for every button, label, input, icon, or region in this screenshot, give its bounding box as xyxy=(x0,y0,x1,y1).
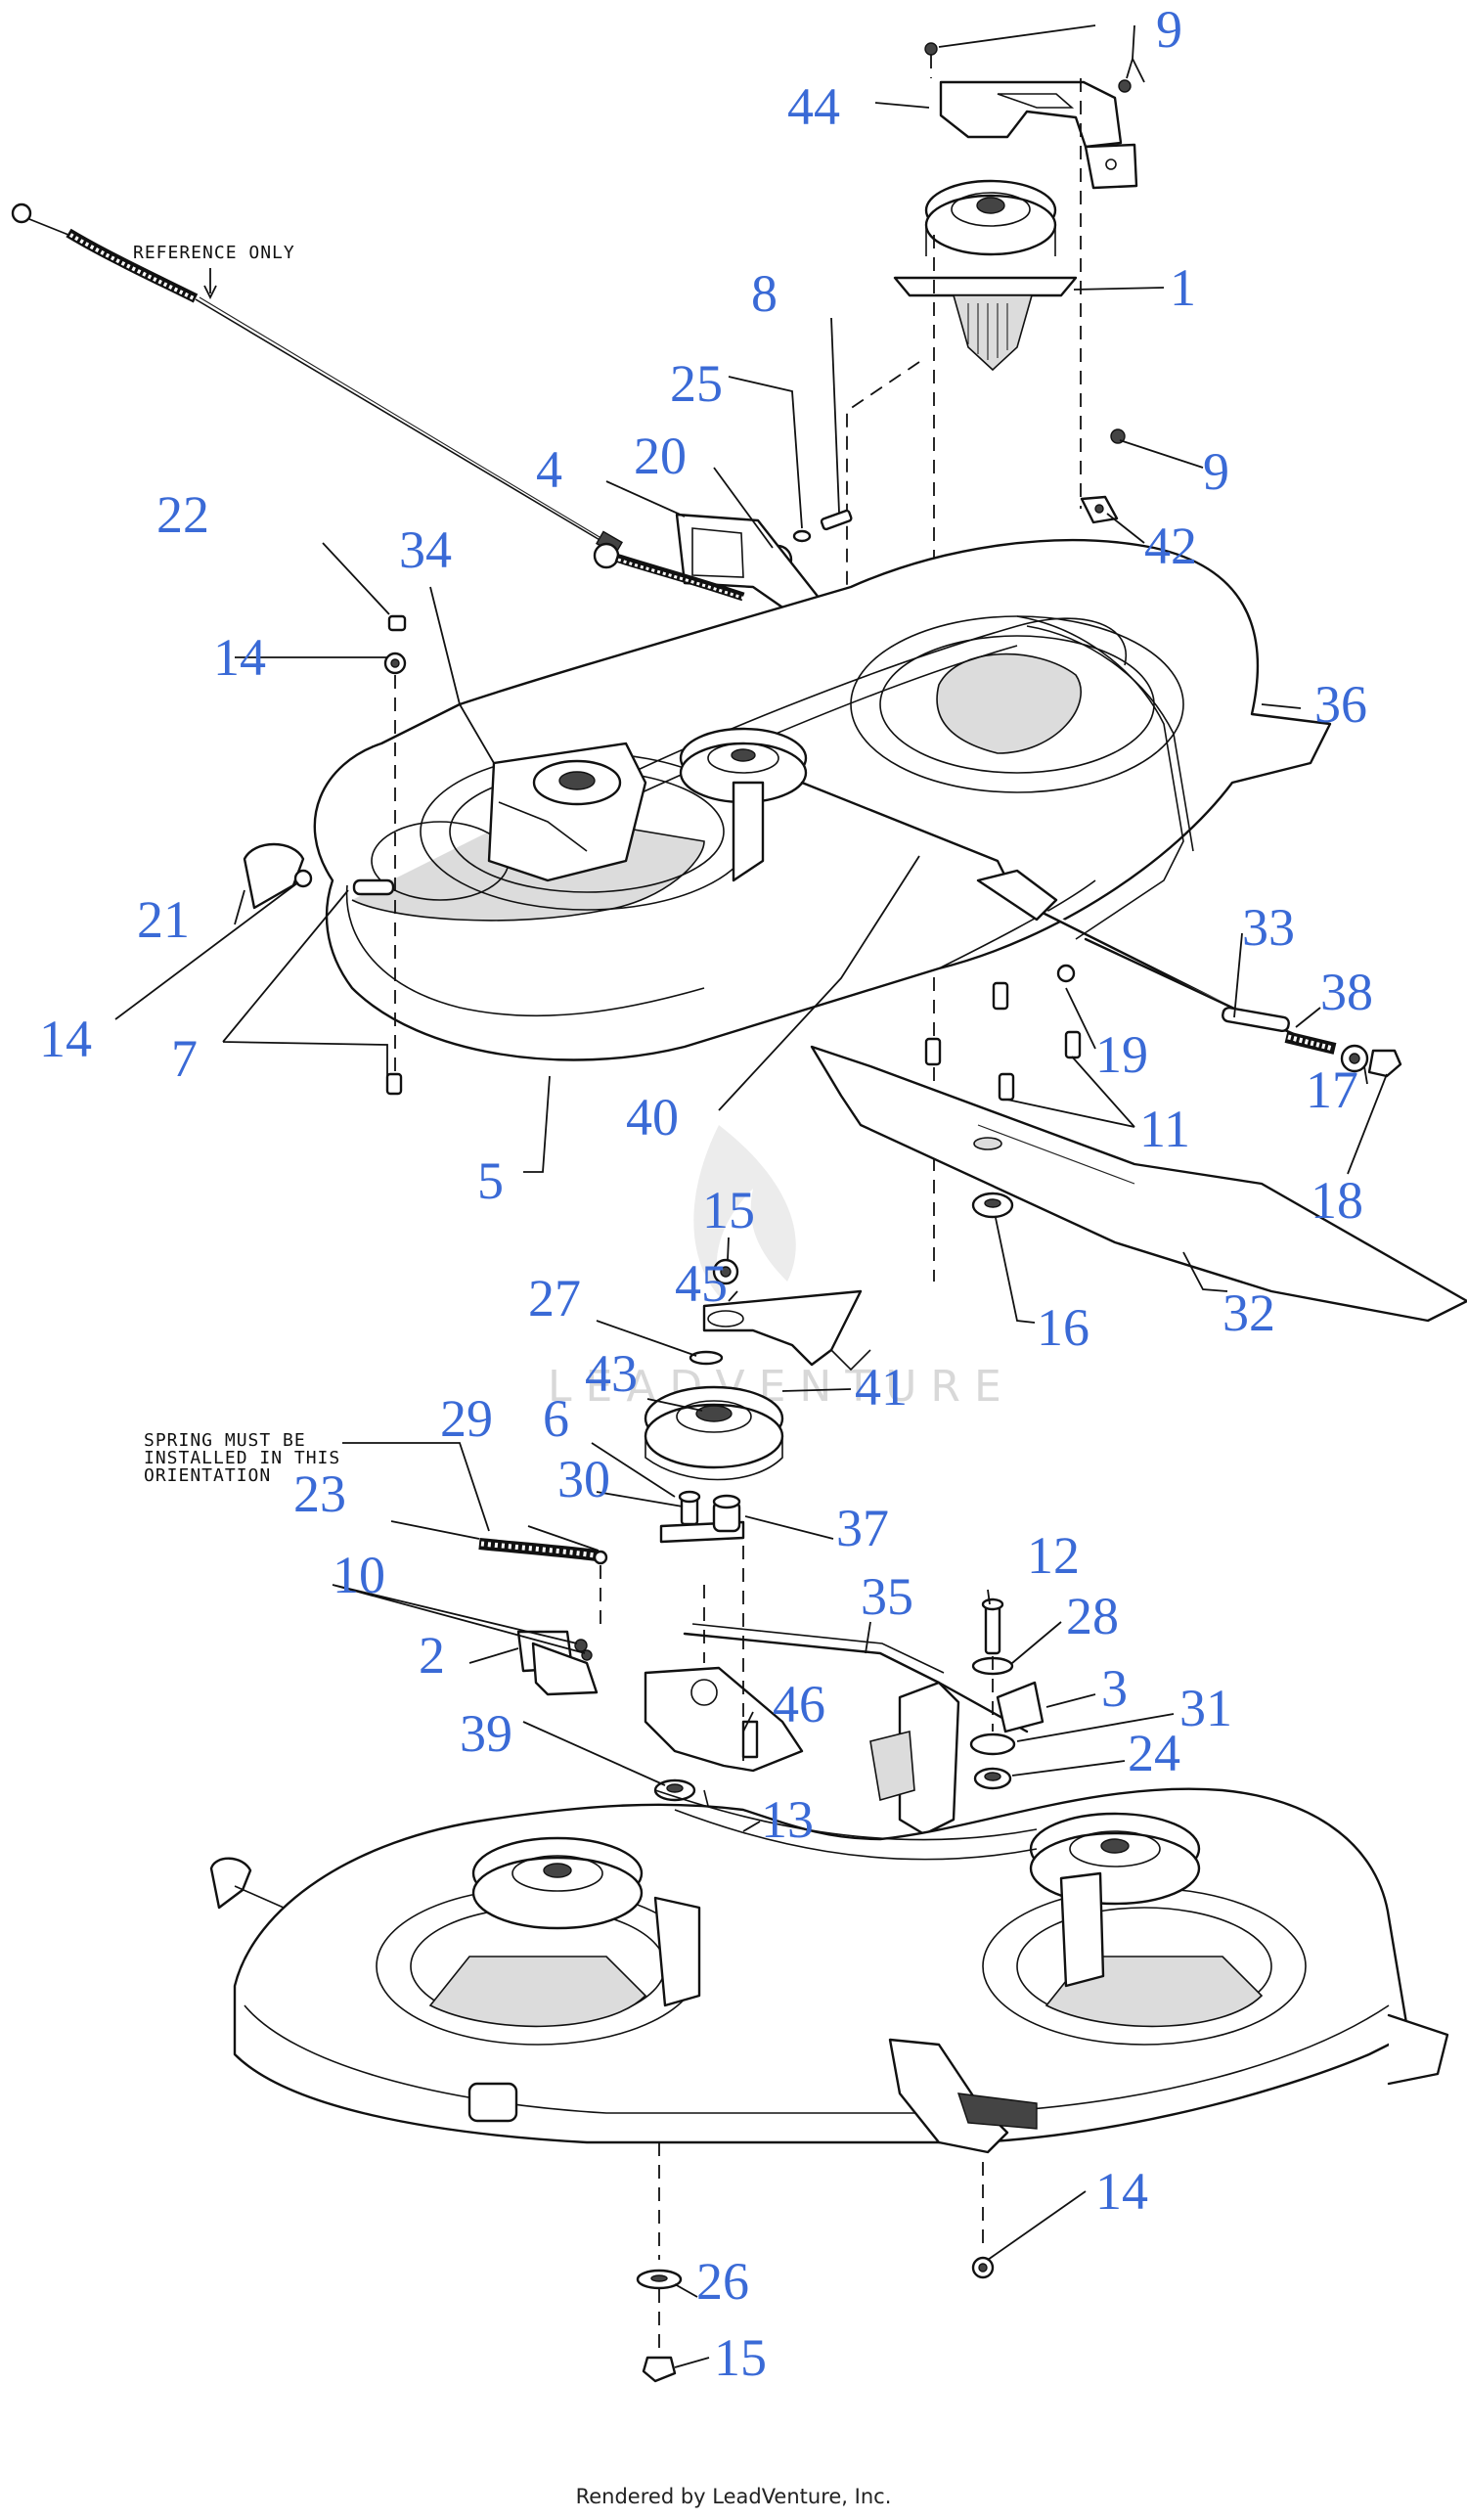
callout-12: 12 xyxy=(1027,1526,1080,1585)
callout-27: 27 xyxy=(528,1269,581,1328)
left-knob xyxy=(209,1857,252,1910)
callout-28: 28 xyxy=(1066,1587,1119,1645)
callout-41: 41 xyxy=(855,1358,908,1417)
callout-6: 6 xyxy=(543,1389,569,1448)
callout-16: 16 xyxy=(1037,1298,1089,1357)
callout-25: 25 xyxy=(670,354,723,413)
callout-37: 37 xyxy=(836,1499,889,1557)
pin-19 xyxy=(1056,964,1076,983)
leader-lines xyxy=(114,24,1388,2368)
callout-9: 9 xyxy=(1203,442,1229,501)
callout-26: 26 xyxy=(696,2252,749,2311)
idler-arm-34 xyxy=(487,742,647,882)
deck-wheel-left xyxy=(467,2082,518,2123)
bolt-8 xyxy=(820,509,853,531)
callout-34: 34 xyxy=(399,520,452,579)
spring-29 xyxy=(478,1538,608,1565)
callout-44: 44 xyxy=(787,77,840,136)
callout-43: 43 xyxy=(585,1344,638,1403)
callout-3: 3 xyxy=(1101,1659,1128,1718)
callout-15: 15 xyxy=(702,1181,755,1239)
control-cable: REFERENCE ONLY xyxy=(11,202,623,556)
callout-46: 46 xyxy=(773,1675,825,1733)
nut-9a xyxy=(924,42,938,56)
callout-22: 22 xyxy=(156,485,209,544)
callout-20: 20 xyxy=(634,427,687,485)
callout-31: 31 xyxy=(1179,1679,1232,1737)
callout-40: 40 xyxy=(626,1088,679,1147)
callout-5: 5 xyxy=(477,1151,504,1210)
callout-24: 24 xyxy=(1128,1724,1180,1782)
spindle-pulley-1 xyxy=(893,179,1078,372)
callout-14: 14 xyxy=(1095,2162,1148,2221)
callout-17: 17 xyxy=(1306,1060,1358,1119)
bolt-22 xyxy=(387,614,407,632)
callout-36: 36 xyxy=(1314,675,1367,734)
idler-pulley-41 xyxy=(644,1385,784,1481)
bolt-7 xyxy=(352,878,395,896)
bracket-45 xyxy=(702,1289,863,1367)
lower-pulley-left xyxy=(471,1836,701,2007)
callout-32: 32 xyxy=(1222,1283,1275,1342)
lower-deck-assembly xyxy=(209,1787,1449,2383)
blade-32 xyxy=(810,1045,1467,1323)
callout-14: 14 xyxy=(39,1010,92,1068)
callout-labels: 9 44 1 8 25 9 4 20 42 22 34 14 36 21 33 … xyxy=(39,0,1373,2387)
knob-21 xyxy=(243,842,305,910)
plate-3 xyxy=(869,1681,1045,1836)
washer-27 xyxy=(689,1350,724,1366)
bracket-2 xyxy=(516,1630,599,1696)
callout-11: 11 xyxy=(1139,1100,1190,1158)
spacer-6-30-37 xyxy=(659,1490,745,1544)
callout-7: 7 xyxy=(171,1029,198,1088)
callout-10: 10 xyxy=(333,1546,385,1604)
callout-35: 35 xyxy=(861,1567,913,1626)
callout-13: 13 xyxy=(761,1790,814,1849)
bolt-38 xyxy=(1284,1031,1337,1055)
footer-credit: Rendered by LeadVenture, Inc. xyxy=(575,2485,892,2508)
callout-9: 9 xyxy=(1156,0,1182,59)
lift-rods xyxy=(800,615,1402,1078)
bolt-7b xyxy=(385,1072,403,1096)
callout-1: 1 xyxy=(1170,258,1196,317)
spring-note-line1: SPRING MUST BE xyxy=(144,1430,306,1451)
callout-29: 29 xyxy=(440,1389,493,1448)
callout-45: 45 xyxy=(675,1254,728,1313)
callout-21: 21 xyxy=(137,890,190,949)
washer-25 xyxy=(792,529,812,543)
callout-39: 39 xyxy=(460,1704,512,1763)
callout-33: 33 xyxy=(1242,898,1295,957)
spring-note-line3: ORIENTATION xyxy=(144,1465,271,1486)
nut-9b xyxy=(1118,79,1132,93)
callout-15: 15 xyxy=(714,2328,767,2387)
callout-18: 18 xyxy=(1311,1171,1363,1230)
callout-42: 42 xyxy=(1144,517,1197,575)
spring-note-line2: INSTALLED IN THIS xyxy=(144,1448,340,1468)
callout-14: 14 xyxy=(213,628,266,687)
lower-pulley-right xyxy=(1029,1812,1201,1988)
callout-19: 19 xyxy=(1095,1025,1148,1084)
nut-14b xyxy=(293,869,313,888)
idler-assembly: SPRING MUST BE INSTALLED IN THIS ORIENTA… xyxy=(144,1258,1045,1840)
nut-18 xyxy=(1367,1049,1402,1078)
callout-38: 38 xyxy=(1320,963,1373,1021)
callout-30: 30 xyxy=(557,1450,610,1508)
callout-8: 8 xyxy=(751,264,778,323)
callout-23: 23 xyxy=(293,1464,346,1523)
idler-arm-46 xyxy=(644,1623,1029,1773)
reference-only-note: REFERENCE ONLY xyxy=(133,243,295,263)
callout-2: 2 xyxy=(419,1626,445,1685)
callout-4: 4 xyxy=(536,440,562,499)
center-spindle-pulley xyxy=(679,727,808,882)
bolts-11 xyxy=(924,981,1082,1102)
upper-deck-assembly: REFERENCE ONLY xyxy=(11,42,1467,1323)
hardware-12-28-31-24 xyxy=(969,1598,1016,1790)
rod-33 xyxy=(1222,1006,1290,1033)
nut-15b xyxy=(642,2356,677,2383)
nut-9c xyxy=(1110,428,1126,444)
idler-bracket-44 xyxy=(939,80,1138,190)
